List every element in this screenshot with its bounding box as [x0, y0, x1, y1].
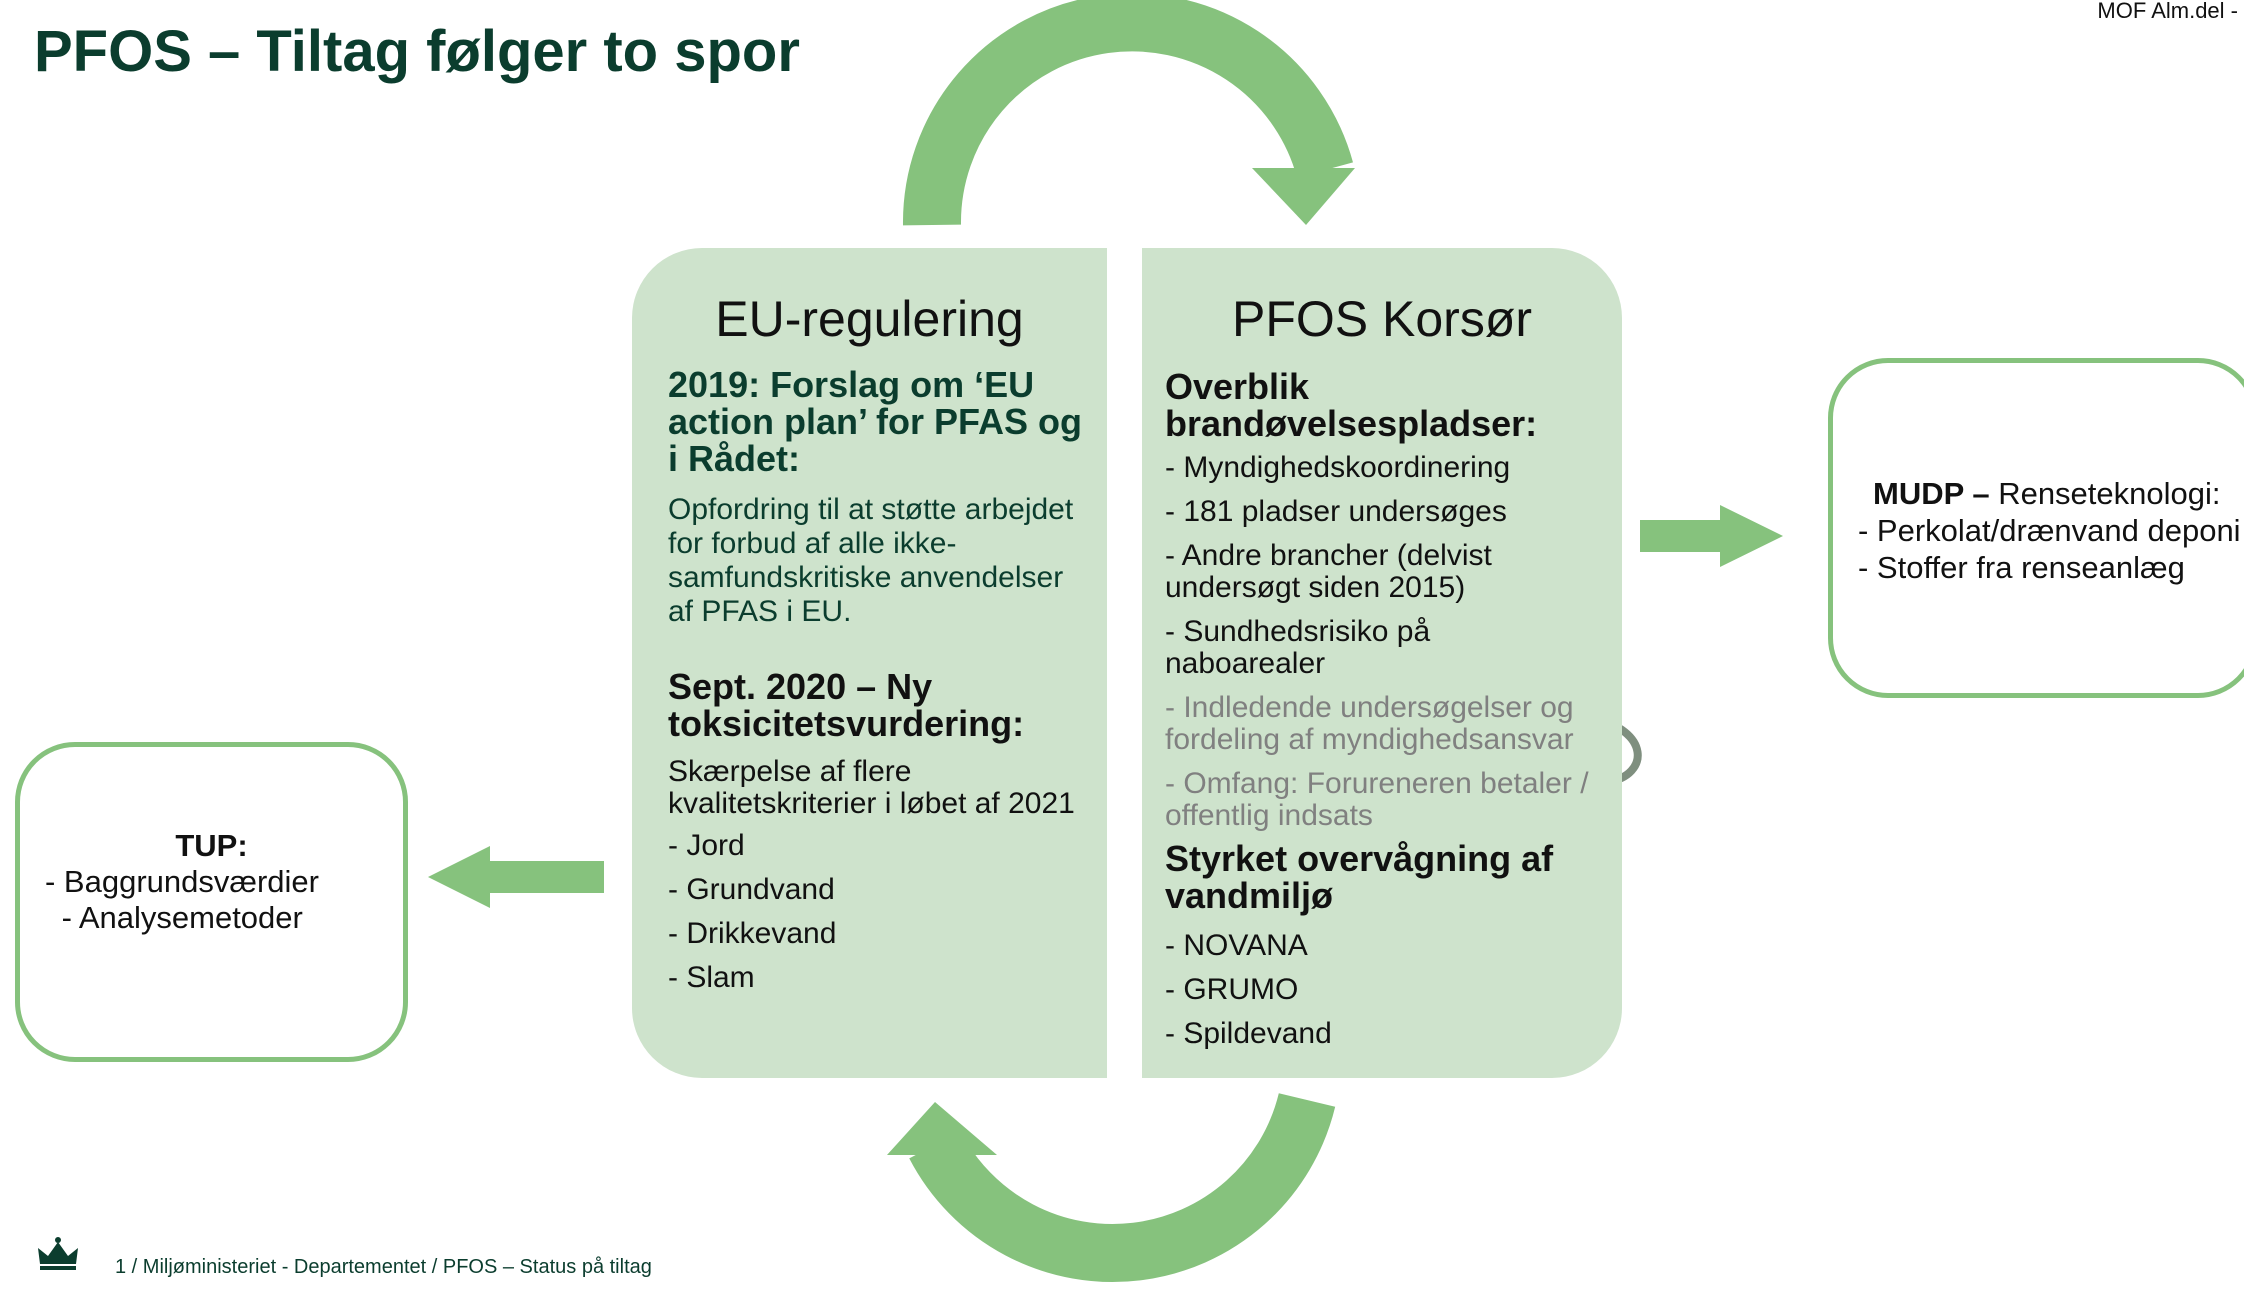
list-item: - 181 pladser undersøges	[1165, 495, 1507, 528]
mudp-title-rest: Renseteknologi:	[1989, 476, 2221, 511]
eu-item-list: - Jord - Grundvand - Drikkevand - Slam	[668, 830, 1087, 1006]
panel-heading-eu: EU-regulering	[715, 291, 1024, 347]
list-item: - Drikkevand	[668, 917, 837, 950]
pfos-korsoer-panel: PFOS Korsør Overblik brandøvelsespladser…	[1142, 248, 1622, 1078]
page-title: PFOS – Tiltag følger to spor	[34, 19, 800, 84]
pfos-section-1-title: Overblik brandøvelsespladser:	[1165, 366, 1538, 444]
crown-logo-icon	[38, 1237, 78, 1270]
mudp-box: MUDP – Renseteknologi: - Perkolat/drænva…	[1828, 358, 2244, 698]
pfos-section-2-title-wrap: Styrket overvågning af vandmiljø	[1165, 840, 1582, 914]
list-item: - NOVANA	[1165, 929, 1308, 962]
tup-line-1: - Baggrundsværdier	[45, 864, 319, 899]
list-item: - Sundhedsrisiko på naboarealer	[1165, 615, 1431, 680]
arrow-left-icon	[428, 846, 604, 908]
list-item: - Grundvand	[668, 873, 835, 906]
eu-section-2-title: Sept. 2020 – Ny toksicitetsvurdering:	[668, 666, 1025, 744]
eu-section-1-text-wrap: Opfordring til at støtte arbejdet for fo…	[668, 493, 1087, 629]
eu-section-1-text: Opfordring til at støtte arbejdet for fo…	[668, 493, 1074, 628]
pfos-section-2-title: Styrket overvågning af vandmiljø	[1165, 838, 1554, 916]
mudp-line-2: - Stoffer fra renseanlæg	[1858, 550, 2185, 585]
list-item-grey: - Indledende undersøgelser og fordeling …	[1165, 691, 1574, 756]
eu-section-2-title-wrap: Sept. 2020 – Ny toksicitetsvurdering:	[668, 668, 1087, 742]
mudp-line-1: - Perkolat/drænvand deponi	[1858, 513, 2241, 548]
list-item: - Spildevand	[1165, 1017, 1332, 1050]
pfos-section-1-title-wrap: Overblik brandøvelsespladser:	[1165, 368, 1562, 442]
arrow-right-icon	[1640, 505, 1783, 567]
document-reference: MOF Alm.del -	[2097, 0, 2238, 23]
eu-regulation-panel: EU-regulering 2019: Forslag om ‘EU actio…	[632, 248, 1107, 1078]
footer-text: 1 / Miljøministeriet - Departementet / P…	[115, 1256, 652, 1278]
mudp-title: MUDP – Renseteknologi:	[1873, 475, 2221, 512]
list-item: - Andre brancher (delvist undersøgt side…	[1165, 539, 1492, 604]
pfos-item-list-2: - NOVANA - GRUMO - Spildevand	[1165, 930, 1602, 1062]
tup-line-2: - Analysemetoder	[53, 900, 303, 935]
tup-box: TUP: - Baggrundsværdier - Analysemetoder	[15, 742, 408, 1062]
panel-heading-pfos: PFOS Korsør	[1231, 291, 1533, 347]
eu-section-2-text-wrap: Skærpelse af flere kvalitetskriterier i …	[668, 756, 1087, 820]
cycle-arrow-bottom-icon	[887, 1092, 1336, 1283]
list-item: - Jord	[668, 829, 745, 862]
eu-section-1-title-wrap: 2019: Forslag om ‘EU action plan’ for PF…	[668, 366, 1087, 477]
mudp-title-bold: MUDP –	[1873, 476, 1990, 511]
eu-section-1-title: 2019: Forslag om ‘EU action plan’ for PF…	[668, 364, 1083, 479]
list-item: - Myndighedskoordinering	[1165, 451, 1511, 484]
list-item-grey: - Omfang: Forureneren betaler / offentli…	[1165, 767, 1589, 832]
list-item: - GRUMO	[1165, 973, 1299, 1006]
cycle-arrow-top-icon	[902, 0, 1355, 226]
tup-title: TUP:	[175, 828, 248, 863]
eu-section-2-text: Skærpelse af flere kvalitetskriterier i …	[668, 755, 1075, 820]
pfos-item-list-1: - Myndighedskoordinering - 181 pladser u…	[1165, 451, 1589, 844]
list-item: - Slam	[668, 961, 755, 994]
